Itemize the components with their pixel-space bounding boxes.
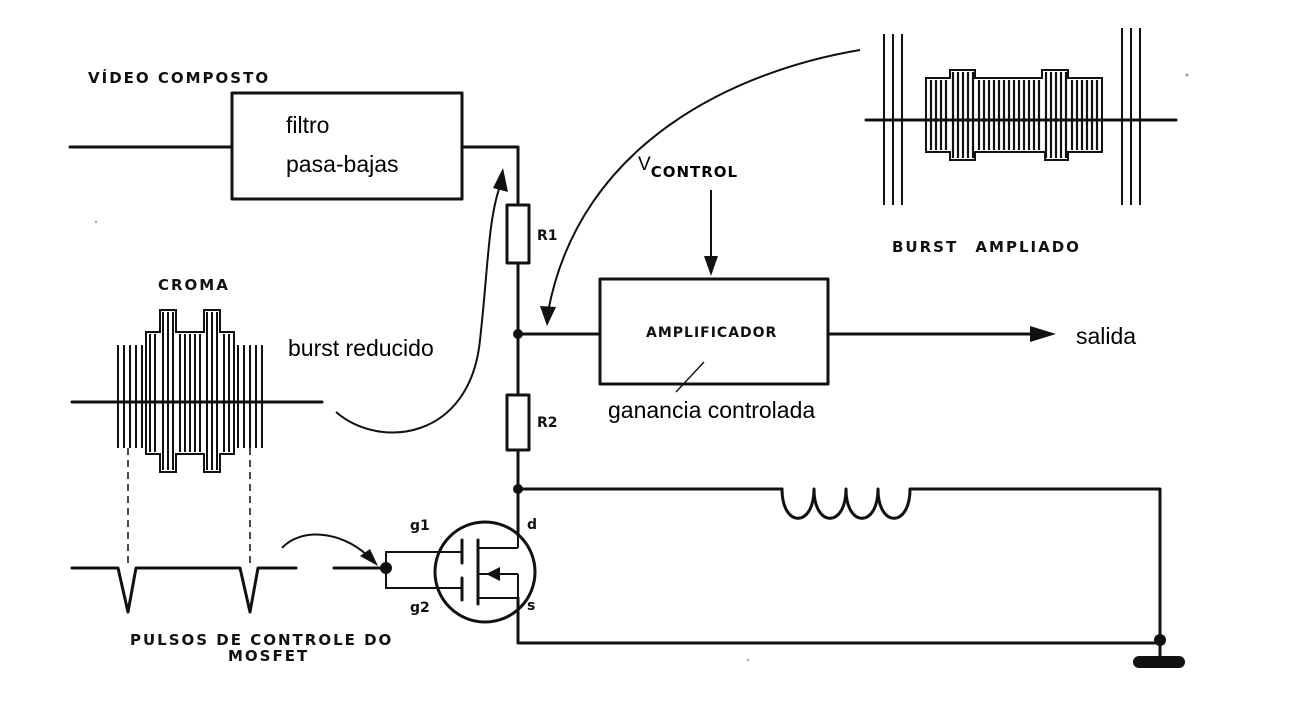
burst-amplified-label: BURST AMPLIADO: [892, 238, 1081, 256]
burst-amplified-arrowhead-icon: [540, 306, 556, 326]
pulses-label-line1: PULSOS DE CONTROLE DO: [130, 631, 393, 649]
filter-output-wire: [460, 145, 520, 207]
resistor-r2: [505, 393, 531, 452]
resistor-r1: [505, 203, 531, 265]
inductor-right-wire: [908, 487, 1162, 645]
drain-label: d: [527, 517, 537, 533]
pulse-curve-arrow: [281, 533, 369, 557]
filter-label-line2: pasa-bajas: [286, 151, 399, 177]
output-arrow-icon: [1030, 326, 1056, 342]
burst-reduced-label: burst reducido: [288, 335, 434, 361]
source-to-ground-wire: [516, 596, 1162, 645]
r1-label: R1: [537, 228, 558, 244]
gain-pointer-line: [675, 361, 705, 393]
vcontrol-sub: CONTROL: [651, 163, 738, 181]
burst-amplified-curve-arrow: [547, 49, 861, 313]
scan-speck: [94, 220, 98, 224]
source-label: s: [527, 598, 535, 614]
burst-reduced-arrowhead-icon: [493, 168, 508, 192]
amplifier-label: AMPLIFICADOR: [646, 325, 777, 341]
croma-label: CROMA: [158, 276, 230, 294]
inductor-coil-icon: [780, 487, 912, 520]
gate1-label: g1: [410, 518, 430, 534]
gate2-label: g2: [410, 600, 430, 616]
pulses-label-line2: MOSFET: [228, 647, 309, 665]
filter-label-line1: filtro: [286, 112, 329, 138]
burst-amplified-waveform: [864, 28, 1178, 205]
control-pulse-train: [70, 566, 298, 614]
gain-controlled-label: ganancia controlada: [608, 397, 815, 423]
output-label: salida: [1076, 323, 1136, 349]
pulse-arrowhead-icon: [360, 549, 378, 566]
ground-icon: [1133, 656, 1185, 668]
video-input-label: VÍDEO COMPOSTO: [88, 68, 270, 87]
scan-speck: [1185, 73, 1189, 77]
mosfet-dual-gate-icon: [380, 520, 537, 624]
croma-waveform: [70, 309, 324, 473]
r2-label: R2: [537, 415, 558, 431]
amplifier-block: [598, 277, 830, 386]
vcontrol-main: V: [638, 154, 651, 175]
vcontrol-label: VCONTROL: [638, 154, 738, 181]
vcontrol-arrow-icon: [704, 256, 718, 276]
scan-speck: [746, 658, 750, 662]
burst-reduced-curve-arrow: [335, 185, 501, 434]
lowpass-filter-block: [230, 91, 464, 201]
